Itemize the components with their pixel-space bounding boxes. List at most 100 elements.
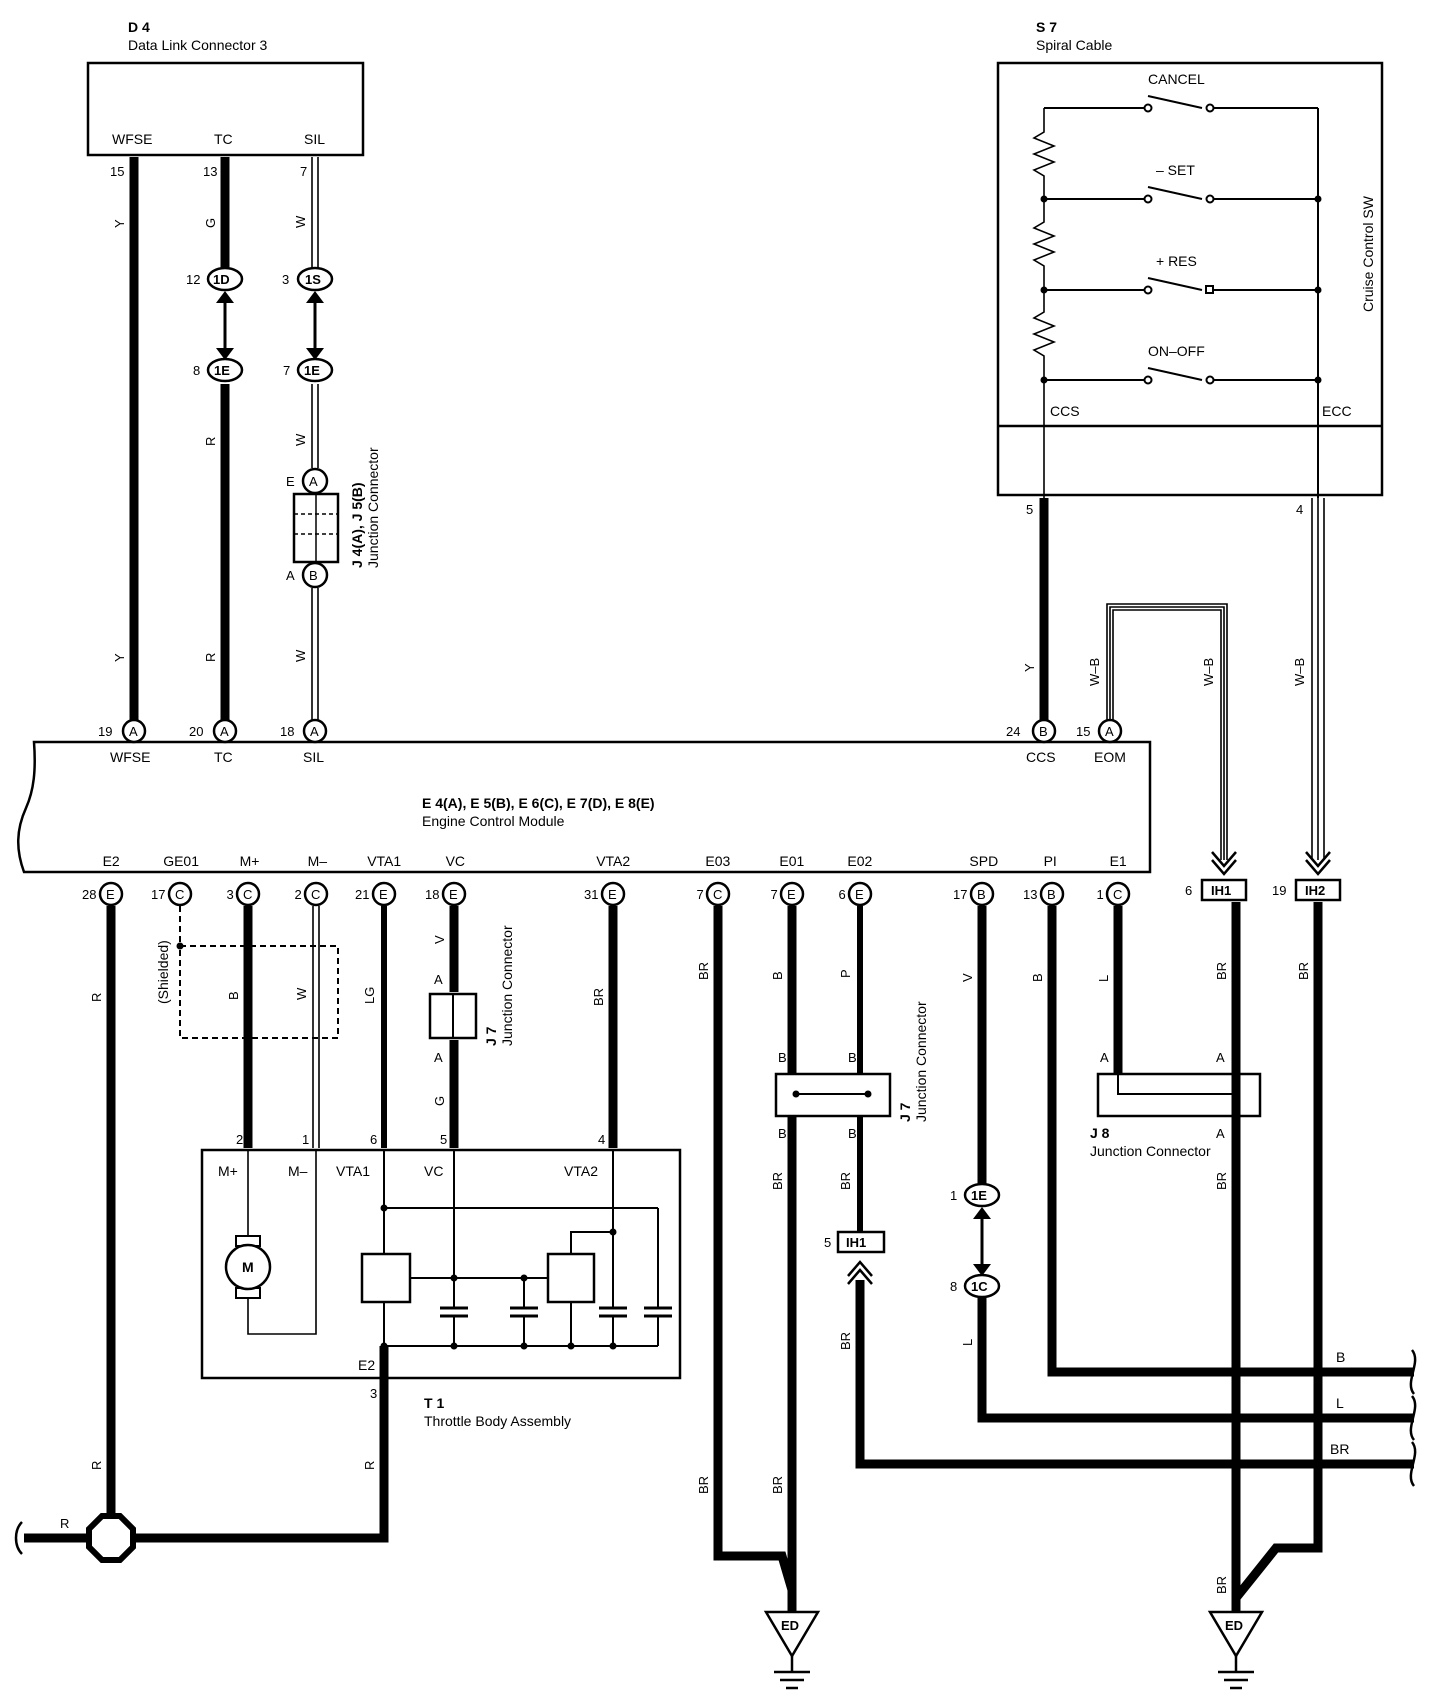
ecm-terminal-ge01: GE01 [163, 853, 199, 869]
ecm-bottom-pin-number: 17 [151, 887, 165, 902]
wire-ecc: W–B [1292, 498, 1331, 876]
j5-pin-circle [301, 561, 329, 589]
s7-pin-5: 5 [1026, 502, 1033, 517]
ecm-terminal-e02: E02 [847, 853, 872, 869]
s7-terminal-ccs: CCS [1050, 403, 1080, 419]
pin-8: 8 [193, 363, 200, 378]
connector-1s-label: 1S [305, 272, 321, 287]
s7-spiral-cable: S 7 Spiral Cable Cruise Control SW CANCE… [996, 19, 1384, 517]
connector-ih2-label: IH2 [1305, 883, 1325, 898]
connector-1e-sil-label: 1E [304, 363, 320, 378]
wire-ccs: Y [1022, 498, 1049, 724]
connector-1d [206, 266, 244, 292]
ecm-terminal-spd: SPD [969, 853, 998, 869]
wire-ih1-br: BR BR BR [1214, 902, 1241, 1612]
switch-cancel-label: CANCEL [1148, 71, 1205, 87]
j8-id: J 8 [1090, 1125, 1110, 1141]
s7-pin-4: 4 [1296, 502, 1303, 517]
wire-code-br: BR [1214, 1576, 1229, 1594]
ecm-bottom-pin-circle [235, 881, 261, 907]
j7-letter-b: B [778, 1126, 787, 1141]
ecm-top-letter: A [1105, 724, 1114, 739]
ecm-terminal-pi: PI [1044, 853, 1057, 869]
t1-id: T 1 [424, 1395, 444, 1411]
s7-name: Spiral Cable [1036, 37, 1112, 53]
ecm-top-pin-19: 19 [98, 724, 112, 739]
ecm-bottom-pin-circle [1105, 881, 1131, 907]
t1-pin-4: 4 [598, 1132, 605, 1147]
switch-res-label: + RES [1156, 253, 1197, 269]
wire-code-y: Y [1022, 663, 1037, 672]
ground-ed-label: ED [1225, 1618, 1243, 1633]
j5-pin-letter: B [309, 568, 318, 583]
ecm-bottom-pin-letter: E [608, 887, 617, 902]
ecm-top-letter: B [1039, 724, 1048, 739]
d4-data-link-connector: D 4 Data Link Connector 3 WFSE TC SIL 15… [86, 19, 365, 179]
wire-code-v: V [432, 935, 447, 944]
sensor-block-2 [546, 1252, 596, 1304]
ecm-bottom-pin-number: 13 [1023, 887, 1037, 902]
j4-j5-id: J 4(A), J 5(B) [349, 482, 365, 568]
j4-pin-e: E [286, 474, 295, 489]
connector-ih2 [1294, 878, 1342, 902]
t1-name: Throttle Body Assembly [424, 1413, 571, 1429]
wire-e01: B BR BR [770, 906, 797, 1612]
d4-terminal-tc: TC [214, 131, 233, 147]
wire-code-w: W [294, 987, 309, 1000]
wire-vta1: LG [362, 906, 387, 1148]
wire-e2: R R R R [14, 906, 389, 1563]
ecm-top-pin-20: 20 [189, 724, 203, 739]
ecm-terminal-vta2: VTA2 [596, 853, 630, 869]
ecm-bottom-pin-circle [779, 881, 805, 907]
ecm-terminal-vta1: VTA1 [367, 853, 401, 869]
wire-code-r: R [60, 1516, 69, 1531]
j8-letter-a: A [1216, 1126, 1225, 1141]
d4-terminal-sil: SIL [304, 131, 325, 147]
t1-terminal-vta2: VTA2 [564, 1163, 598, 1179]
wire-e1: L [1096, 906, 1123, 1094]
wire-code-w-b: W–B [1201, 658, 1216, 686]
wire-code-br: BR [696, 1476, 711, 1494]
j7-name: Junction Connector [499, 925, 515, 1046]
switch-res: + RES [1040, 253, 1322, 295]
motor-label: M [242, 1259, 254, 1275]
t1-box [200, 1148, 682, 1380]
ecm-bottom-pin-number: 28 [82, 887, 96, 902]
shielded-label: (Shielded) [155, 940, 171, 1004]
wire-code-br: BR [1214, 1172, 1229, 1190]
right-bus: B L BR [1330, 1349, 1417, 1487]
ecm-bottom-pin-letter: E [379, 887, 388, 902]
wire-code-br: BR [838, 1172, 853, 1190]
bus-label-l: L [1336, 1395, 1344, 1411]
pin-3: 3 [282, 272, 289, 287]
wire-code-g: G [432, 1096, 447, 1106]
ecm-bottom-pin-circle [441, 881, 467, 907]
ground-ed-label: ED [781, 1618, 799, 1633]
wire-code-b: B [226, 991, 241, 1000]
ecm-terminal-vc: VC [446, 853, 465, 869]
j7-letter-a: A [434, 972, 443, 987]
ecm-bottom-pin-letter: C [175, 887, 184, 902]
ecm-bottom-pin-letter: B [1047, 887, 1056, 902]
ih1-pin-6: 6 [1185, 883, 1192, 898]
ecm-top-pin-18: 18 [280, 724, 294, 739]
ground-ed-left: ED [763, 1610, 821, 1690]
motor-symbol [224, 1243, 272, 1291]
spd-pin-8: 8 [950, 1279, 957, 1294]
connector-1e-spd-label: 1E [971, 1188, 987, 1203]
wire-e03: BR BR [696, 906, 797, 1592]
t1-pin-2: 2 [236, 1132, 243, 1147]
wire-code-lg: LG [362, 987, 377, 1004]
ecm-bottom-pin-circle [167, 881, 193, 907]
wire-code-br: BR [1296, 962, 1311, 980]
wire-code-r: R [362, 1461, 377, 1470]
wire-code-br: BR [591, 988, 606, 1006]
switch-cancel: CANCEL [1143, 71, 1215, 113]
wire-code-br: BR [770, 1172, 785, 1190]
switch-on-off-label: ON–OFF [1148, 343, 1205, 359]
wire-code-y: Y [112, 653, 127, 662]
ecm-bottom-pin-letter: E [855, 887, 864, 902]
ecm-bottom-pin-circle [303, 881, 329, 907]
wire-e02: P BR IH1 5 BR [824, 906, 1414, 1469]
t1-pin-5: 5 [440, 1132, 447, 1147]
